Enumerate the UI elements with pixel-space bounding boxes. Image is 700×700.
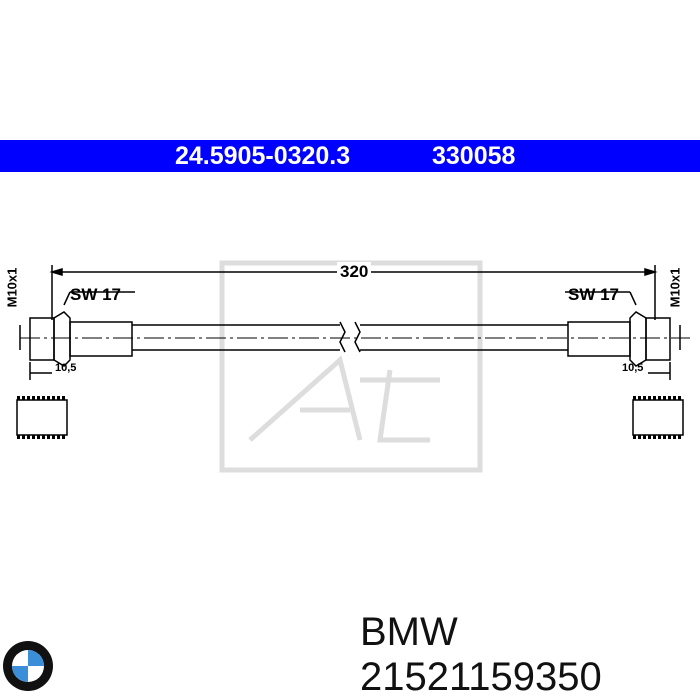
left-thread-label: M10x1 [4, 267, 20, 308]
right-hex-nut [629, 311, 647, 367]
reference-code: 330058 [432, 142, 516, 170]
right-thread-label: M10x1 [667, 267, 683, 308]
left-thread-end [29, 317, 55, 361]
ate-watermark [219, 260, 483, 473]
bmw-logo [3, 641, 53, 691]
left-offset-dim: 10,5 [55, 362, 77, 374]
right-offset-dim: 10,5 [622, 362, 644, 374]
right-thread-end [645, 317, 671, 361]
title-banner: 24.5905-0320.3 330058 [0, 140, 700, 172]
part-reference: BMW 21521159350 [360, 610, 602, 699]
part-number: 24.5905-0320.3 [175, 142, 351, 170]
right-wrench-size: SW 17 [568, 285, 620, 304]
length-label: 320 [337, 262, 372, 282]
left-section-view [16, 396, 68, 439]
left-hex-nut [53, 311, 71, 367]
right-section-view [632, 396, 684, 439]
left-wrench-size: SW 17 [70, 285, 122, 304]
